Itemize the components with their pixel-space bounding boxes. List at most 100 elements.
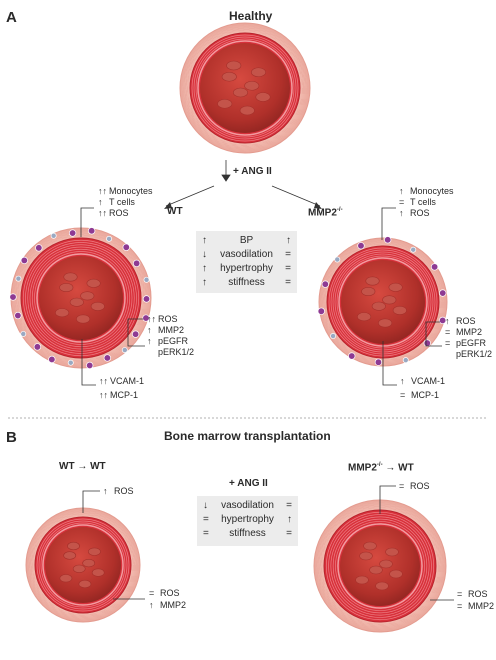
elastic-lamina — [40, 522, 126, 608]
t-cell — [121, 347, 128, 353]
red-blood-cell — [90, 301, 105, 311]
bmt-wt-vessel — [25, 507, 141, 623]
change-arrow: = — [445, 327, 451, 337]
change-arrow: ↑ — [147, 336, 152, 346]
change-arrow: ↑ — [445, 316, 450, 326]
red-blood-cell — [255, 92, 271, 102]
t-cell — [334, 256, 341, 263]
ko-top-row: ↑ROS — [399, 209, 430, 218]
ko-right-row: =pEGFR — [445, 339, 486, 348]
red-blood-cell — [55, 308, 70, 318]
change-arrow: ↑ — [103, 486, 108, 496]
monocyte — [103, 354, 111, 362]
elastic-lamina — [193, 36, 297, 140]
t-cell — [15, 275, 22, 282]
wt-bottom-row: ↑↑MCP-1 — [99, 391, 138, 400]
bmt-ko-vessel — [313, 499, 447, 633]
adventitia-fiber — [182, 25, 308, 151]
change-arrow: ↑↑ — [98, 208, 107, 218]
marker-label: MMP2 — [468, 601, 495, 611]
wt-change: ↓ — [203, 500, 208, 511]
wt-change: ↑ — [202, 235, 207, 246]
monocyte — [357, 242, 365, 250]
wt-right-row: pERK1/2 — [147, 348, 194, 357]
phenotype-name: BP — [239, 235, 254, 246]
t-cell — [50, 232, 57, 239]
t-cell — [106, 235, 113, 242]
monocyte — [86, 361, 94, 370]
change-arrow: ↑ — [400, 376, 405, 386]
internal-elastic-lamina — [42, 524, 124, 606]
monocyte — [20, 256, 28, 265]
bko-top-leader — [379, 485, 396, 514]
red-blood-cell — [369, 565, 383, 575]
t-cell — [402, 357, 409, 364]
red-blood-cell — [365, 276, 380, 286]
marker-label: MMP2 — [160, 600, 187, 610]
marker-label: VCAM-1 — [110, 376, 145, 386]
wt-change: = — [203, 514, 209, 525]
red-blood-cell — [82, 558, 96, 568]
change-arrow: ↑↑ — [99, 390, 108, 400]
panel-b-treatment: + ANG II — [229, 478, 268, 489]
wt-change: = — [203, 528, 209, 539]
ko-label-sup: -/- — [336, 207, 343, 213]
wt-right-leader — [127, 318, 145, 347]
ko-top-row: ↑ Monocytes — [399, 187, 454, 196]
elastic-lamina — [332, 518, 428, 614]
bko-bottom-row: =MMP2 — [457, 602, 494, 611]
red-blood-cell — [382, 295, 397, 305]
ko-bottom-leader — [382, 341, 397, 386]
red-blood-cell — [389, 569, 403, 579]
ko-label-text: MMP2 — [308, 207, 337, 219]
marker-label: ROS — [468, 589, 488, 599]
wt-right-row: ↑pEGFR — [147, 337, 188, 346]
monocyte — [348, 352, 356, 360]
internal-elastic-lamina — [337, 523, 423, 609]
monocyte — [122, 243, 130, 251]
elastic-lamina — [29, 246, 133, 350]
marker-label: ROS — [410, 481, 430, 491]
panel-b-letter: B — [6, 429, 17, 446]
red-blood-cell — [385, 547, 399, 557]
ko-change: = — [285, 277, 291, 288]
bwt-top-leader — [82, 490, 100, 513]
phenotype-row: vasodilation↓= — [197, 499, 298, 513]
marker-label: ROS — [456, 316, 476, 326]
elastic-lamina — [330, 516, 430, 616]
adventitia-fiber — [29, 511, 137, 619]
red-blood-cell — [59, 282, 74, 292]
monocyte — [439, 289, 447, 297]
elastic-lamina — [38, 520, 128, 610]
marker-label: MCP-1 — [110, 390, 139, 400]
internal-elastic-lamina — [197, 40, 293, 136]
adventitia-fiber — [320, 239, 446, 365]
ko-bottom-row: ↑VCAM-1 — [400, 377, 445, 386]
marker-label: MMP2 — [158, 325, 185, 335]
wt-top-leader — [80, 207, 94, 237]
phenotype-row: vasodilation↓= — [196, 248, 297, 262]
adventitia-fiber — [27, 509, 139, 621]
monocyte — [48, 355, 56, 364]
marker-label: Monocytes — [410, 186, 454, 196]
bko-label: MMP2-/- → WT — [348, 462, 414, 473]
change-arrow: = — [445, 338, 451, 348]
marker-label: Monocytes — [109, 186, 153, 196]
panel-a-letter: A — [6, 9, 17, 26]
panel-a-title: Healthy — [229, 9, 273, 23]
wt-bottom-row: ↑↑VCAM-1 — [99, 377, 144, 386]
monocyte — [423, 339, 431, 347]
change-arrow: ↑↑ — [98, 186, 107, 196]
down-arrow-head — [221, 174, 231, 182]
phenotype-name: vasodilation — [221, 500, 274, 511]
phenotype-row: hypertrophy↑= — [196, 262, 297, 276]
change-arrow: = — [400, 390, 406, 400]
t-cell — [67, 359, 74, 366]
panel-b-title: Bone marrow transplantation — [164, 429, 331, 443]
red-blood-cell — [63, 551, 77, 560]
adventitia-fiber — [183, 26, 307, 150]
wt-top-row: ↑↑Monocytes — [98, 187, 153, 196]
lumen — [45, 527, 121, 603]
change-arrow: ↑ — [399, 186, 404, 196]
